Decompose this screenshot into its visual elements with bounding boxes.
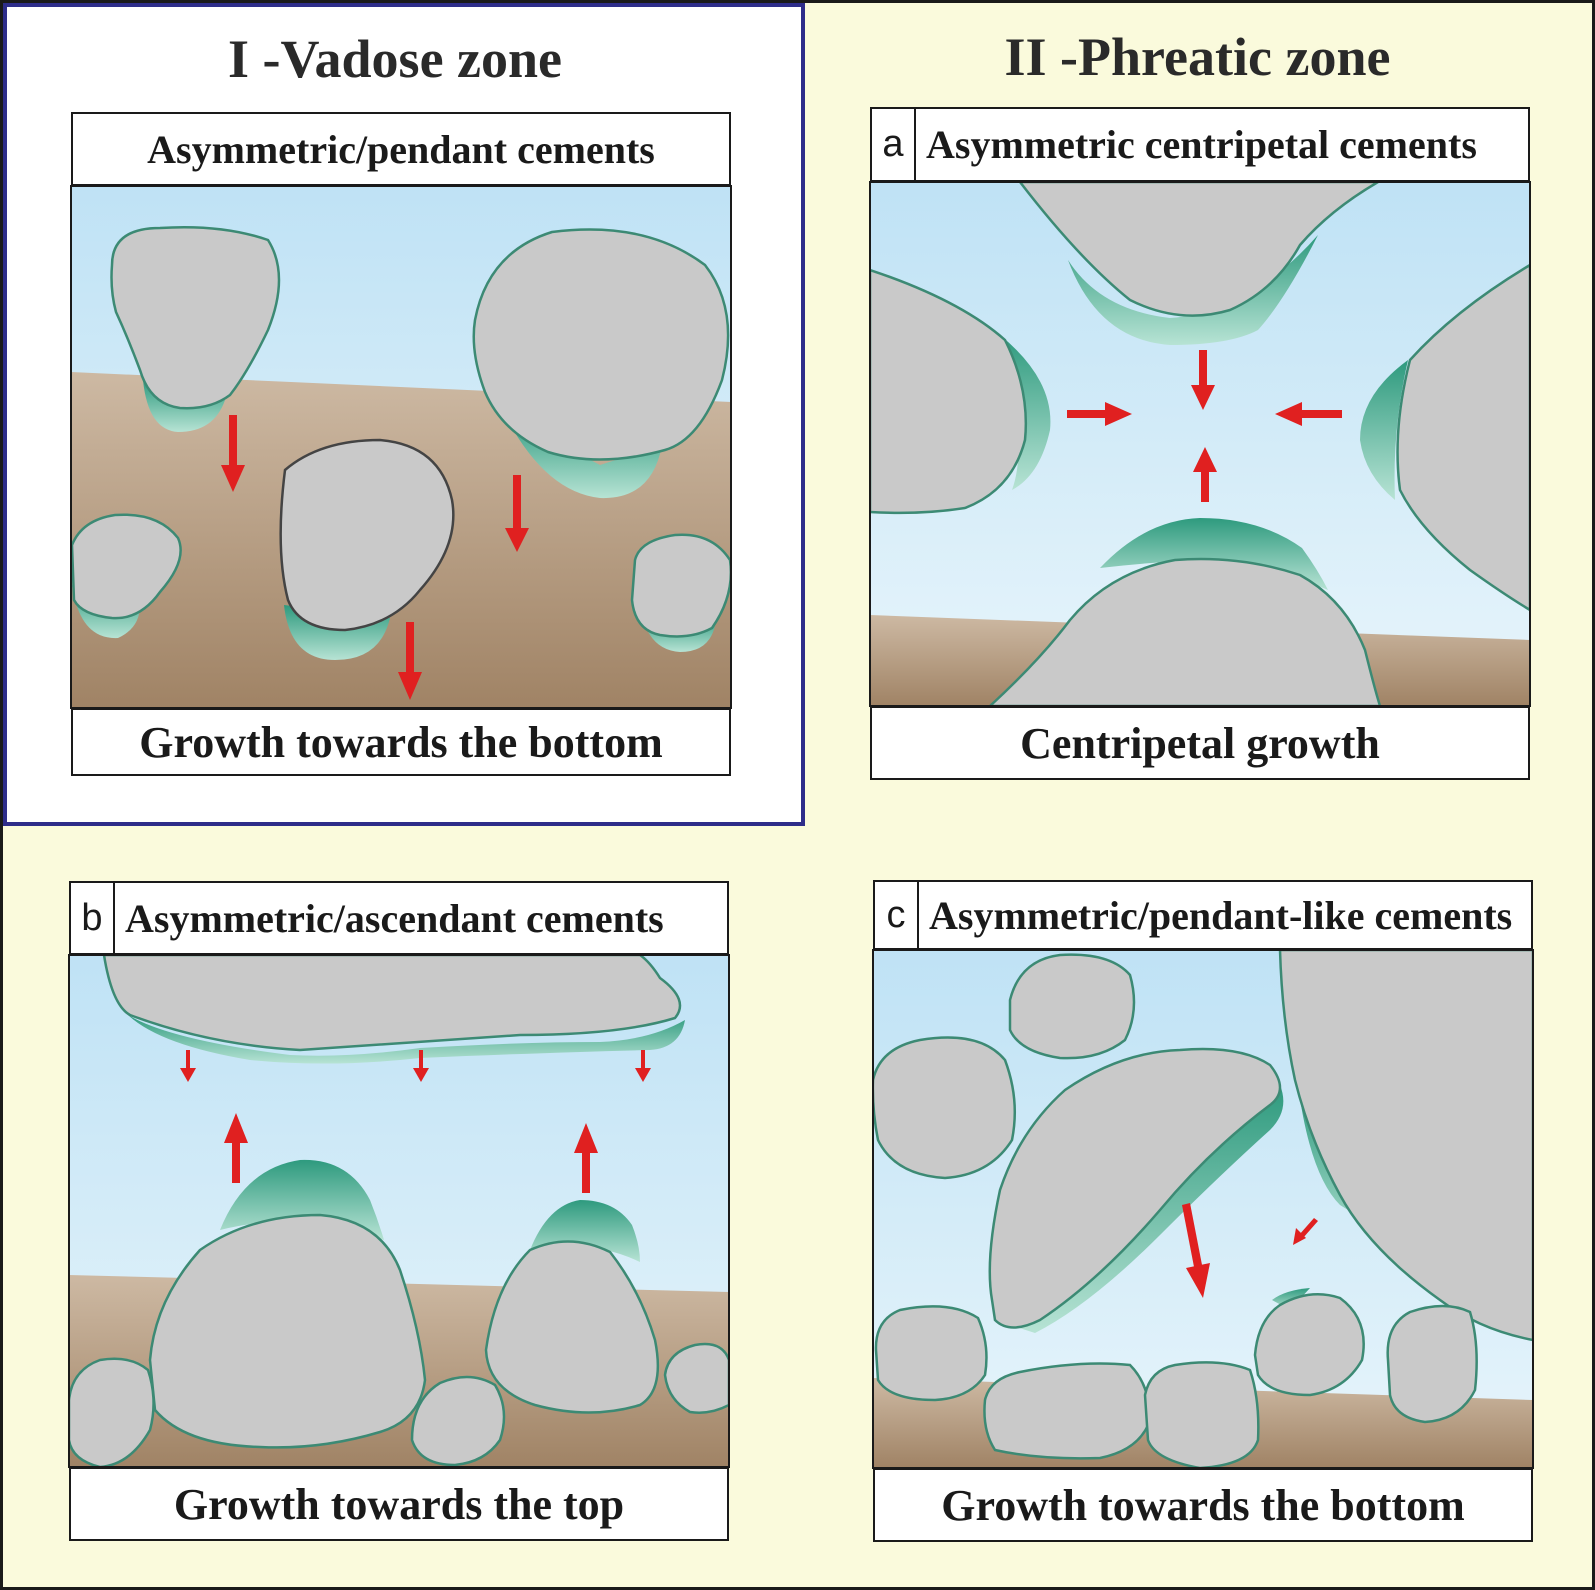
- ascendant-cement: [530, 1200, 640, 1262]
- grain: [484, 1240, 660, 1414]
- growth-arrows: [1182, 1203, 1318, 1298]
- grain: [1253, 1293, 1365, 1397]
- grain: [1143, 1361, 1260, 1468]
- arrow-down: [1182, 1203, 1203, 1272]
- panel-b-header-text: Asymmetric/ascendant cements: [125, 895, 664, 941]
- growth-arrows: [221, 415, 529, 700]
- grain: [102, 955, 682, 1052]
- arrow-right: [1067, 410, 1109, 418]
- panel-c-header-text: Asymmetric/pendant-like cements: [929, 892, 1513, 938]
- centripetal-cement: [1068, 235, 1318, 345]
- arrow-down: [229, 415, 237, 470]
- arrow-down-head: [221, 465, 245, 492]
- arrow-down: [513, 475, 521, 533]
- arrow-down: [406, 622, 414, 677]
- arrow-down-small: [419, 1050, 423, 1072]
- panel-c-header: c Asymmetric/pendant-like cements: [873, 880, 1533, 950]
- grain: [110, 225, 281, 410]
- vadose-panel-footer: Growth towards the bottom: [71, 708, 731, 776]
- grain: [1018, 182, 1381, 317]
- arrow-up: [232, 1140, 240, 1183]
- pendant-cement: [1298, 1085, 1440, 1260]
- arrow-down-head: [1191, 385, 1215, 410]
- arrow-up: [1201, 470, 1209, 502]
- grain: [71, 513, 182, 620]
- arrow-down-small: [186, 1050, 190, 1072]
- grain: [148, 1213, 427, 1449]
- grain: [870, 268, 1028, 515]
- centripetal-cement: [1100, 518, 1328, 590]
- arrow-up: [582, 1150, 590, 1193]
- panel-a-letter: a: [872, 109, 916, 180]
- phreatic-zone-title: II -Phreatic zone: [1004, 27, 1391, 87]
- arrow-up-head: [224, 1113, 248, 1143]
- grain: [663, 1342, 729, 1414]
- vadose-zone-title: I -Vadose zone: [227, 29, 563, 89]
- arrow-down-small: [1299, 1218, 1318, 1238]
- arrow-down-head: [180, 1068, 196, 1082]
- grain: [1396, 263, 1530, 612]
- panel-c-letter: c: [875, 882, 919, 948]
- arrow-down-head: [398, 672, 422, 700]
- arrow-up-head: [1193, 447, 1217, 472]
- vadose-panel-header: Asymmetric/pendant cements: [71, 112, 731, 186]
- arrow-up-head: [574, 1123, 598, 1153]
- grain: [873, 1036, 1016, 1180]
- centripetal-scene: [870, 182, 1530, 706]
- grain: [983, 1362, 1152, 1460]
- arrow-down-head: [413, 1068, 429, 1082]
- arrow-down-head: [1186, 1263, 1210, 1298]
- growth-arrows: [1067, 350, 1342, 502]
- arrow-down: [1199, 350, 1207, 390]
- grain: [279, 438, 455, 632]
- arrow-left-head: [1275, 402, 1302, 426]
- arrow-down-head: [505, 528, 529, 552]
- growth-arrows: [180, 1050, 651, 1193]
- panel-a-header: a Asymmetric centripetal cements: [870, 107, 1530, 182]
- panel-c-footer: Growth towards the bottom: [873, 1468, 1533, 1542]
- grain: [988, 1047, 1282, 1329]
- grain: [69, 1357, 155, 1467]
- panel-b-header: b Asymmetric/ascendant cements: [69, 881, 729, 955]
- vadose-panel-header-text: Asymmetric/pendant cements: [147, 126, 655, 172]
- arrow-right-head: [1105, 402, 1132, 426]
- arrow-down-small: [641, 1050, 645, 1072]
- grain: [1386, 1304, 1478, 1424]
- arrow-down-head: [1293, 1228, 1306, 1245]
- panel-b-footer: Growth towards the top: [69, 1467, 729, 1541]
- cement-rim: [128, 1015, 685, 1064]
- grain: [410, 1375, 506, 1467]
- panel-b-letter: b: [71, 883, 115, 953]
- grain: [988, 557, 1382, 706]
- centripetal-cement: [1360, 360, 1408, 500]
- arrow-down-head: [635, 1068, 651, 1082]
- grain: [630, 533, 731, 638]
- vadose-scene: [71, 186, 731, 708]
- grain: [874, 1305, 988, 1402]
- pendant-like-scene: [873, 950, 1533, 1468]
- arrow-left: [1300, 410, 1342, 418]
- ascendant-scene: [69, 955, 729, 1467]
- panel-a-footer: Centripetal growth: [870, 706, 1530, 780]
- panel-a-header-text: Asymmetric centripetal cements: [926, 122, 1477, 167]
- grain: [1008, 953, 1136, 1060]
- grain: [472, 228, 730, 461]
